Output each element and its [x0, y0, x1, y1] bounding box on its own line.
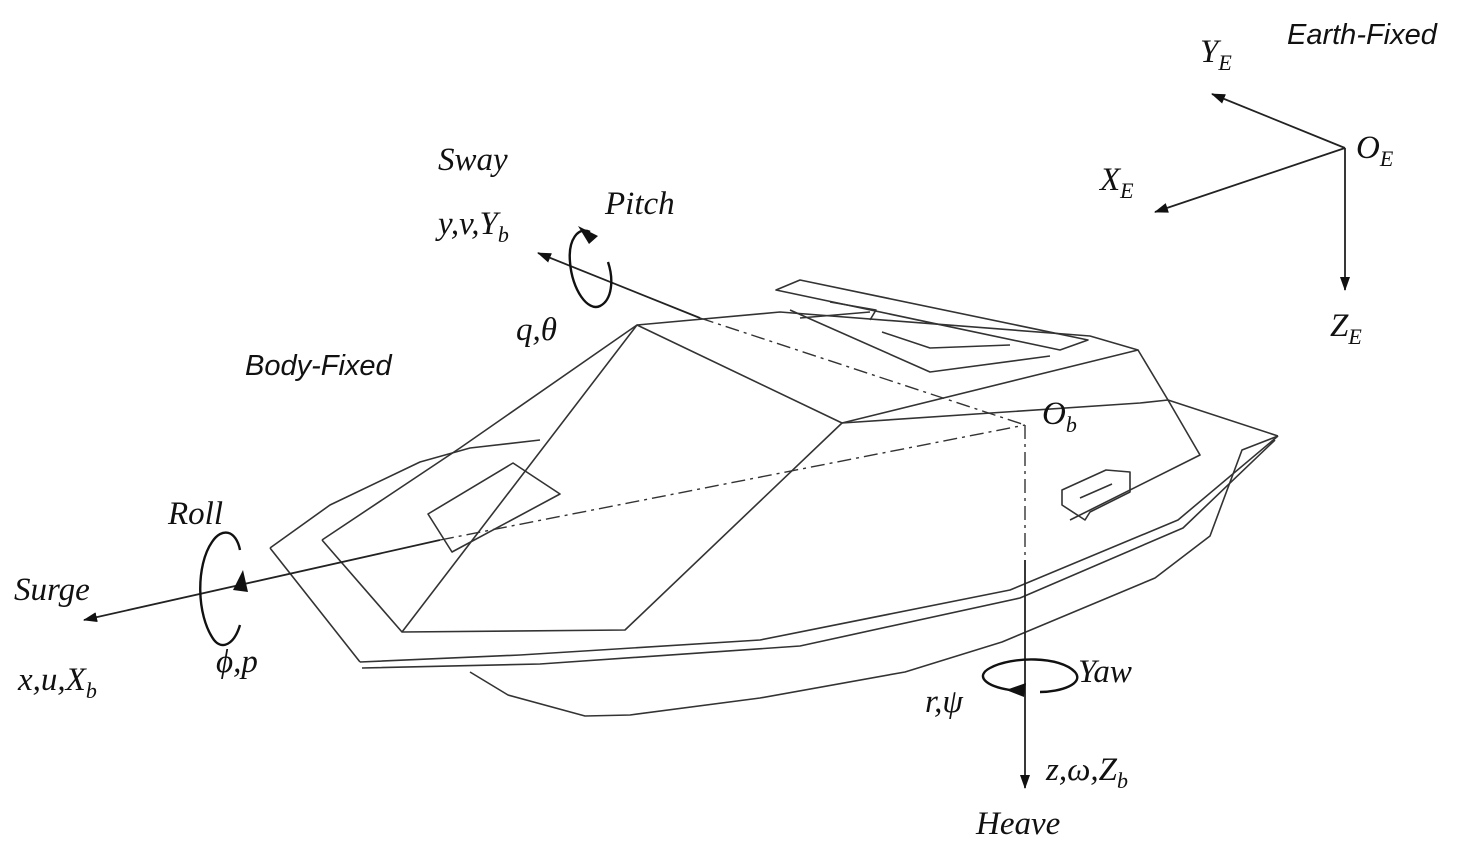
sway-axis-arrow [537, 252, 701, 319]
body-axes-dashed [439, 317, 1026, 560]
pitch-indicator [568, 226, 613, 309]
heave-vars-label: z,ω,Zb [1045, 752, 1128, 793]
yaw-vars-label: r,ψ [925, 684, 963, 720]
sway-centerline [699, 317, 1026, 426]
pitch-label: Pitch [604, 186, 675, 222]
earth-y-label: YE [1200, 34, 1232, 75]
hatch-inner [829, 301, 1011, 349]
surge-centerline [439, 424, 1026, 541]
earth-fixed-title: Earth-Fixed [1287, 19, 1438, 51]
surge-label: Surge [14, 572, 90, 608]
deck-rail [321, 399, 1279, 633]
roll-rotation-arrow [199, 531, 242, 647]
yaw-label: Yaw [1078, 654, 1132, 690]
earth-axes [1154, 93, 1350, 291]
earth-z-label: ZE [1330, 308, 1362, 349]
surge-axis-arrow [83, 539, 441, 623]
cabin-roof [636, 311, 1139, 424]
yaw-indicator [981, 658, 1079, 697]
body-axes [83, 252, 1030, 789]
earth-x-label: XE [1098, 162, 1134, 203]
bow-deck [321, 324, 843, 541]
body-origin-label: Ob [1042, 396, 1077, 437]
roll-indicator [199, 531, 248, 647]
earth-origin-label: OE [1356, 130, 1394, 171]
heave-label: Heave [975, 806, 1060, 842]
surge-vars-label: x,u,Xb [17, 662, 97, 703]
deck-outline [269, 439, 541, 663]
pitch-arrowhead [578, 226, 598, 244]
yaw-arrowhead [1006, 683, 1026, 697]
cabin-side [1069, 349, 1201, 521]
hull-bottom [469, 435, 1279, 717]
hatch [775, 279, 1089, 373]
boat-drawing [269, 279, 1279, 717]
side-fitting [1061, 469, 1131, 521]
pitch-rotation-arrow [568, 229, 613, 309]
roll-label: Roll [167, 496, 223, 532]
yaw-rotation-arrow [981, 658, 1079, 694]
bow-crease [401, 324, 638, 633]
pitch-vars-label: q,θ [516, 312, 557, 348]
sway-label: Sway [438, 142, 508, 178]
earth-x-axis-arrow [1154, 147, 1346, 213]
labels: Earth-Fixed YE OE XE ZE Sway y,v,Yb Pitc… [14, 19, 1438, 842]
roll-vars-label: ϕ,p [216, 644, 258, 680]
body-fixed-title: Body-Fixed [245, 350, 393, 382]
earth-y-axis-arrow [1211, 93, 1346, 149]
hull-sheer-lower [361, 439, 1276, 669]
sway-vars-label: y,v,Yb [435, 206, 509, 247]
roll-arrowhead [233, 570, 248, 592]
hull-sheer-upper [359, 435, 1279, 663]
